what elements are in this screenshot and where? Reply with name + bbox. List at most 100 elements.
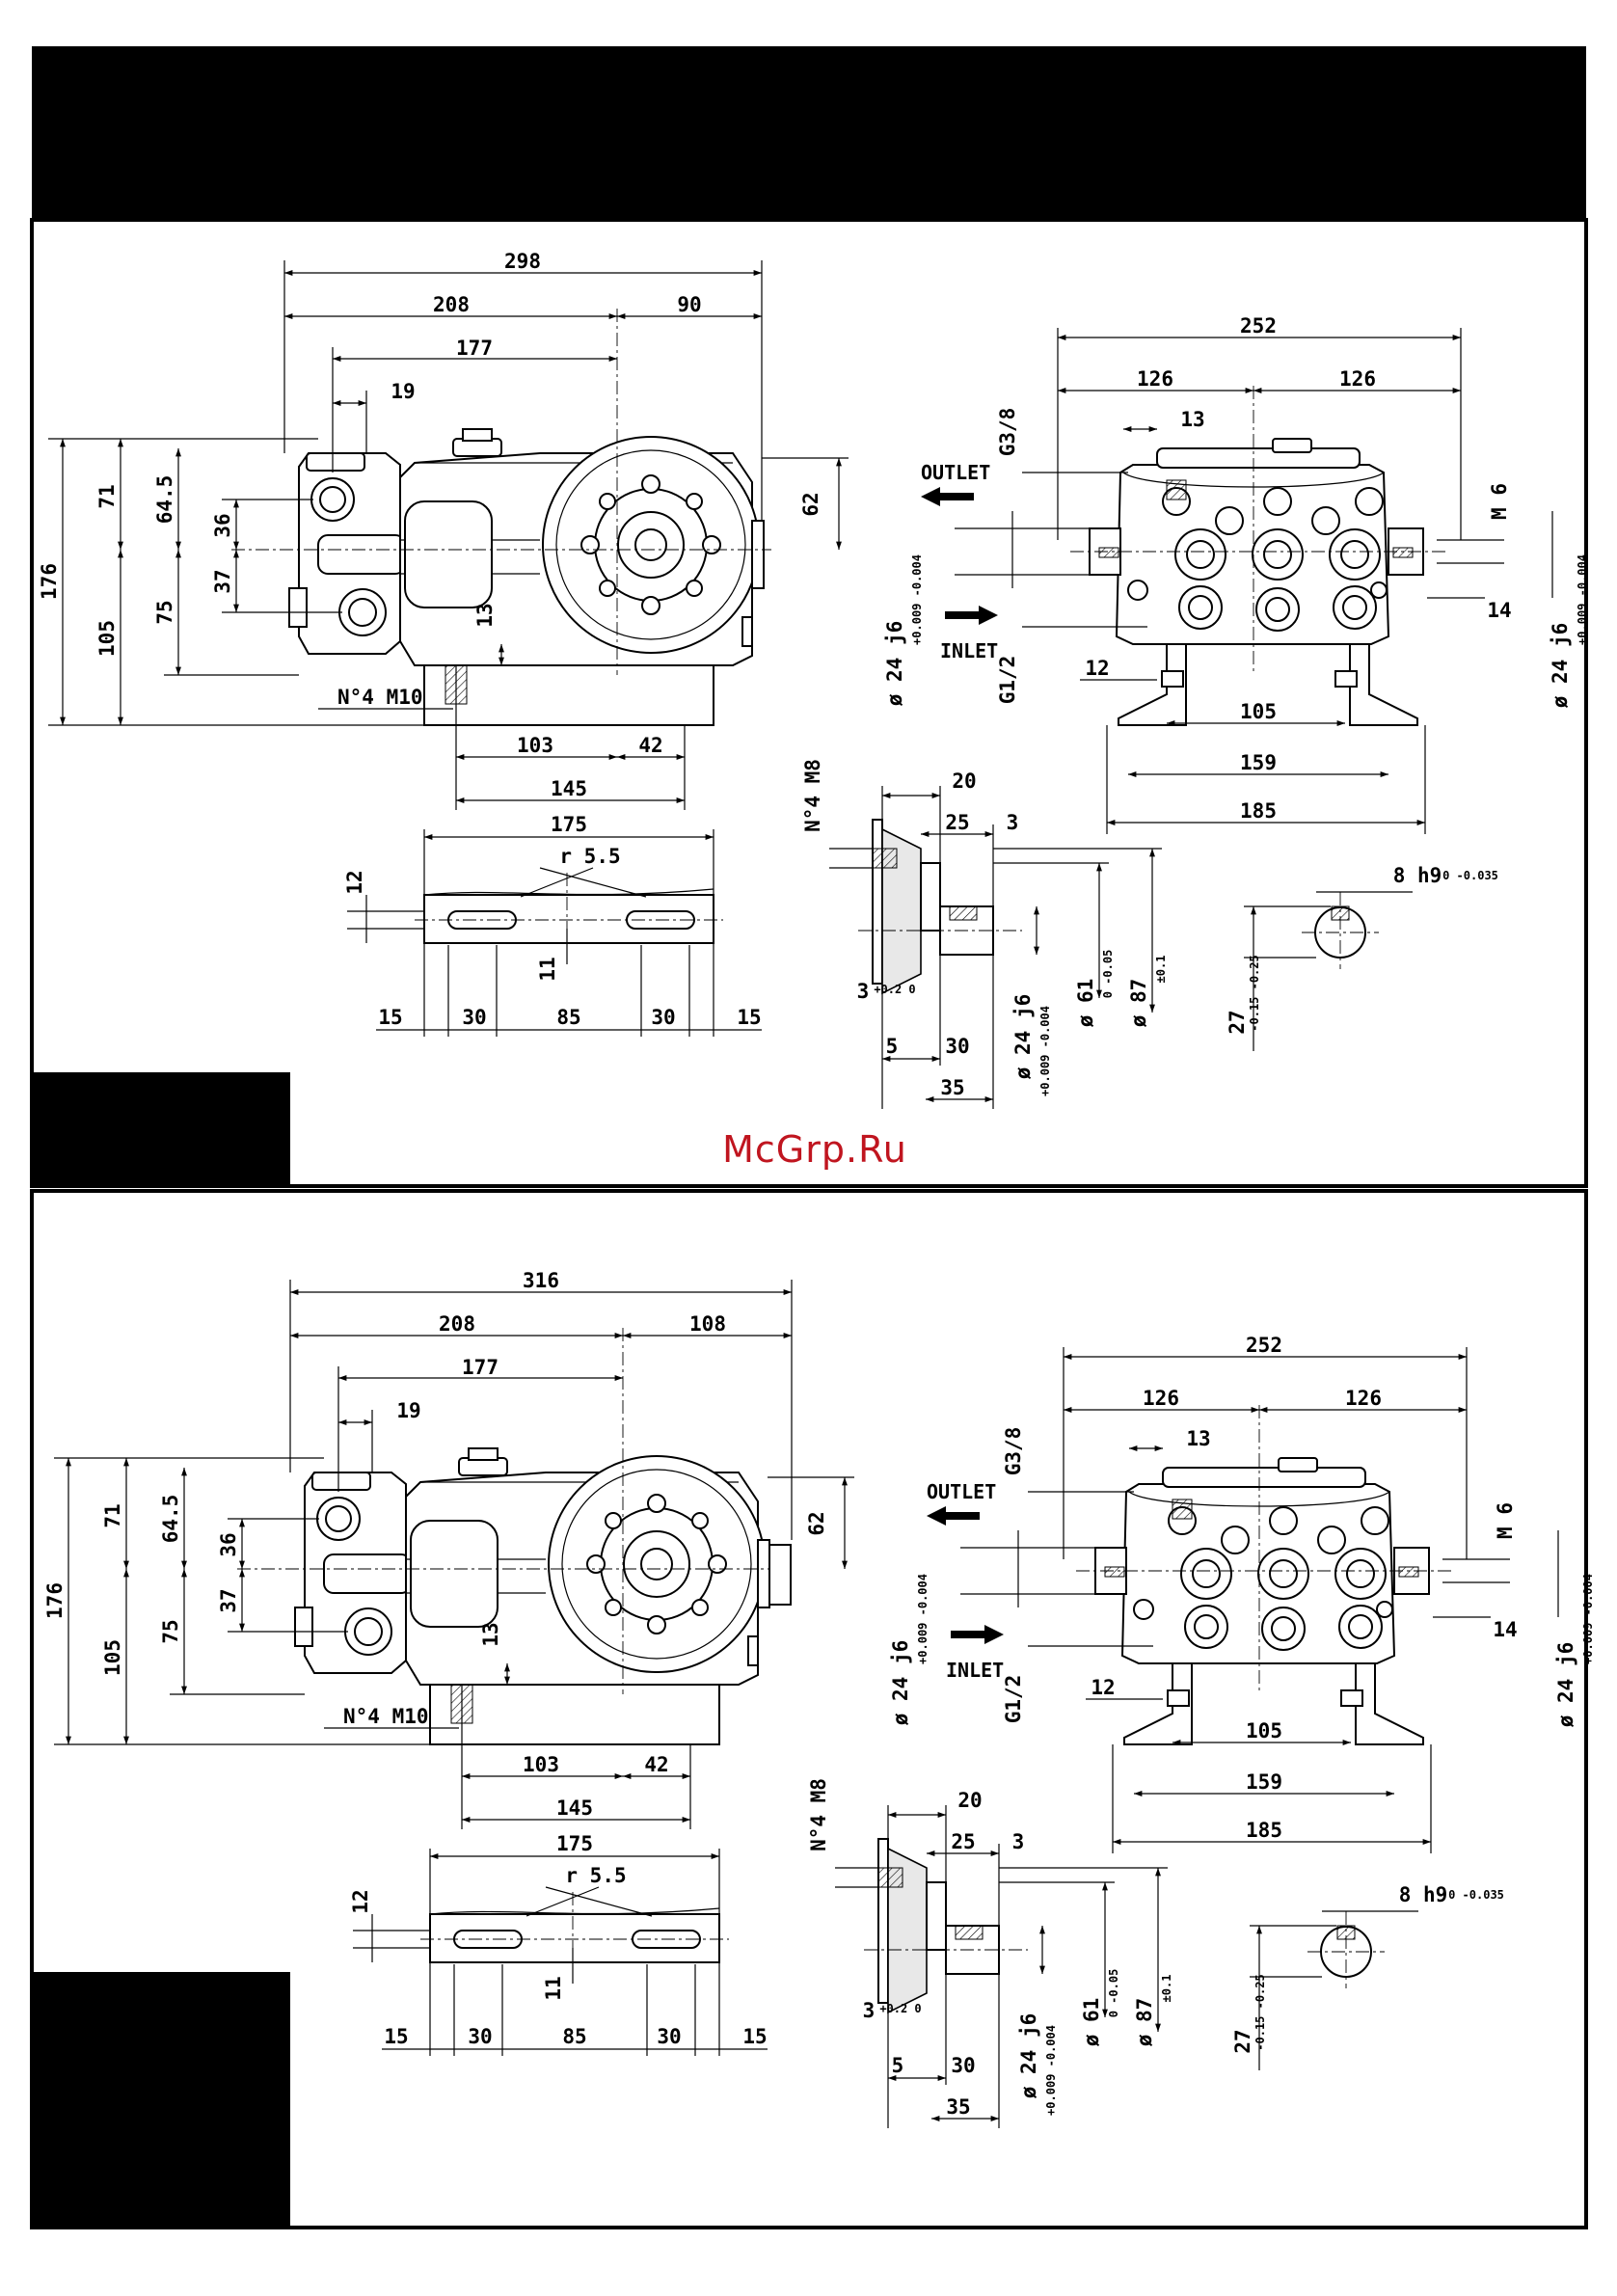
dim-shaft-dia-61: ø 61 — [1080, 1998, 1103, 2047]
dim-shaft-3-groove: 3 — [857, 980, 870, 1003]
panel-1: 298 208 90 177 19 176 71 105 64.5 75 36 … — [38, 250, 1589, 1109]
dim-19: 19 — [396, 1399, 420, 1422]
dim-base-11: 11 — [536, 957, 559, 981]
dim-shaft-dia-87-tol: ±0.1 — [1154, 956, 1168, 984]
dim-13-front: 13 — [1180, 408, 1204, 431]
dim-shaft-5: 5 — [892, 2054, 904, 2077]
label-inlet: INLET — [940, 639, 998, 662]
dim-base-r55: r 5.5 — [565, 1864, 626, 1887]
dim-shaft-3-groove-tol: +0.2 0 — [879, 2002, 921, 2015]
dim-width-126-right: 126 — [1339, 367, 1376, 391]
top-panel-frame — [30, 218, 1588, 1188]
label-m6-thread: M 6 — [1494, 1502, 1517, 1539]
dim-rear-length: 108 — [689, 1312, 726, 1336]
dim-base-12: 12 — [349, 1889, 372, 1913]
dim-key-width: 8 h9 — [1393, 864, 1442, 887]
dim-159-front: 159 — [1246, 1770, 1282, 1794]
label-bolts-m8: N°4 M8 — [801, 759, 824, 832]
dim-shaft-right-dia: ø 24 j6 — [1549, 623, 1572, 709]
dim-key-depth: 27 — [1226, 1010, 1249, 1034]
dim-base-175: 175 — [556, 1832, 593, 1855]
label-outlet: OUTLET — [927, 1480, 996, 1503]
dim-base-12: 12 — [343, 870, 366, 894]
dim-shaft-right-tol: +0.009 -0.004 — [1576, 554, 1589, 645]
dim-height-71: 71 — [95, 484, 119, 508]
label-inlet-thread-g12: G1/2 — [1002, 1675, 1025, 1724]
dim-shaft-30: 30 — [951, 2054, 975, 2077]
dim-base-15-left: 15 — [378, 1006, 402, 1029]
dim-shaft-3: 3 — [1012, 1830, 1025, 1853]
dim-shaft-dia-24: ø 24 j6 — [1011, 994, 1035, 1080]
dim-shaft-20: 20 — [957, 1789, 982, 1812]
dim-key-width-tol: 0 -0.035 — [1442, 869, 1498, 882]
dim-height-36: 36 — [217, 1532, 240, 1556]
dim-105-front: 105 — [1246, 1719, 1282, 1742]
dim-shaft-3: 3 — [1007, 811, 1019, 834]
label-m6-thread: M 6 — [1488, 483, 1511, 520]
dim-shaft-left-tol: +0.009 -0.004 — [916, 1574, 930, 1664]
dim-height-13: 13 — [479, 1622, 502, 1646]
dim-base-30-left: 30 — [468, 2025, 492, 2048]
dim-shaft-dia-24-tol: +0.009 -0.004 — [1038, 1006, 1052, 1096]
dim-145: 145 — [556, 1796, 593, 1820]
label-bolts-m10: N°4 M10 — [343, 1705, 429, 1728]
dim-height-105: 105 — [95, 620, 119, 657]
dim-height-37: 37 — [211, 569, 234, 593]
dim-19: 19 — [391, 380, 415, 403]
dim-head-length: 208 — [439, 1312, 475, 1336]
dim-shaft-25: 25 — [951, 1830, 975, 1853]
dim-base-15-left: 15 — [384, 2025, 408, 2048]
dim-height-13: 13 — [473, 603, 497, 627]
outlet-arrow — [921, 487, 974, 506]
dim-height-75: 75 — [159, 1619, 182, 1643]
bottom-panel-label-block — [32, 1972, 290, 2228]
dim-shaft-dia-61-tol: 0 -0.05 — [1101, 950, 1115, 999]
dim-103: 103 — [517, 734, 553, 757]
dim-base-30-right: 30 — [651, 1006, 675, 1029]
dim-key-width: 8 h9 — [1399, 1883, 1448, 1906]
dim-shaft-dia-87: ø 87 — [1133, 1998, 1156, 2047]
dim-width-126-right: 126 — [1345, 1387, 1382, 1410]
outlet-arrow — [927, 1506, 980, 1526]
dim-key-depth-tol: -0.15 -0.25 — [1248, 955, 1261, 1031]
watermark: McGrp.Ru — [722, 1128, 907, 1171]
dim-shaft-20: 20 — [952, 770, 976, 793]
dim-13-front: 13 — [1186, 1427, 1210, 1450]
bottom-panel-frame — [30, 1189, 1588, 2229]
inlet-arrow — [945, 606, 998, 625]
dim-12-front: 12 — [1091, 1676, 1115, 1699]
dim-145: 145 — [551, 777, 587, 800]
dim-key-depth: 27 — [1231, 2029, 1254, 2053]
dim-head-length: 208 — [433, 293, 470, 316]
dim-base-85: 85 — [562, 2025, 586, 2048]
dim-width-126-left: 126 — [1143, 1387, 1179, 1410]
label-outlet: OUTLET — [921, 461, 990, 484]
dim-shaft-dia-87: ø 87 — [1127, 979, 1150, 1028]
inlet-arrow — [951, 1625, 1004, 1644]
dim-shaft-left-dia: ø 24 j6 — [883, 621, 906, 707]
dim-shaft-5: 5 — [886, 1035, 899, 1058]
dim-shaft-dia-24: ø 24 j6 — [1017, 2013, 1040, 2099]
dim-shaft-35: 35 — [946, 2095, 970, 2119]
dim-base-r55: r 5.5 — [559, 845, 620, 868]
title-bar — [32, 46, 1586, 220]
dim-shaft-left-tol: +0.009 -0.004 — [910, 554, 924, 645]
dim-height-71: 71 — [101, 1503, 124, 1527]
dim-shaft-30: 30 — [945, 1035, 969, 1058]
dim-height-105: 105 — [101, 1639, 124, 1676]
label-bolts-m10: N°4 M10 — [337, 686, 423, 709]
dim-height-62: 62 — [805, 1511, 828, 1535]
top-panel-label-block — [32, 1072, 290, 1186]
dim-height-64-5: 64.5 — [153, 475, 176, 525]
dim-42: 42 — [644, 1753, 668, 1776]
dim-base-175: 175 — [551, 813, 587, 836]
dim-base-15-right: 15 — [737, 1006, 761, 1029]
dim-shaft-right-tol: +0.009 -0.004 — [1581, 1574, 1595, 1664]
dim-42: 42 — [638, 734, 662, 757]
dim-base-85: 85 — [556, 1006, 580, 1029]
label-bolts-m8: N°4 M8 — [807, 1778, 830, 1851]
dim-14: 14 — [1493, 1618, 1517, 1641]
label-inlet-thread-g12: G1/2 — [996, 656, 1019, 705]
dim-height-64-5: 64.5 — [159, 1495, 182, 1544]
